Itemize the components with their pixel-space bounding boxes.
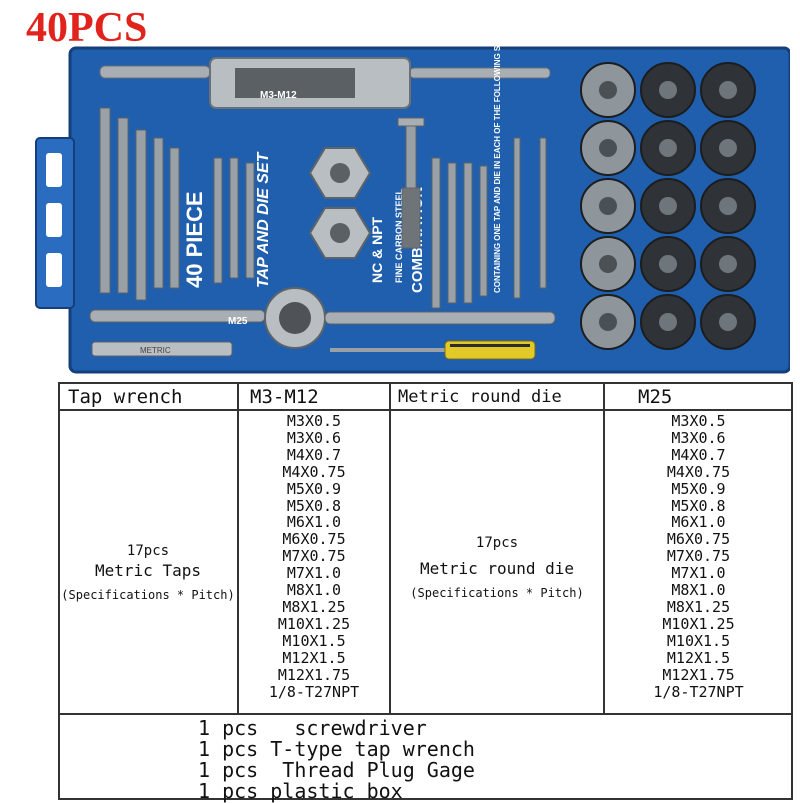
die-size-item: M4X0.75: [666, 462, 731, 481]
tap-size-item: M8X1.0: [286, 581, 342, 600]
dies-note: (Specifications * Pitch): [410, 586, 584, 600]
die-size-item: M3X0.6: [671, 428, 726, 447]
round-die-hole: [599, 197, 617, 215]
round-die-hole: [599, 139, 617, 157]
round-die-hole: [719, 313, 737, 331]
round-die-hole: [599, 255, 617, 273]
taps-note: (Specifications * Pitch): [61, 588, 235, 602]
t-type-tap-wrench: [397, 117, 425, 249]
tap-size-item: M12X1.75: [277, 665, 351, 684]
hex-dies-npt: [308, 147, 372, 259]
extra-item: 1 pcs screwdriver: [198, 716, 427, 740]
round-die-hole: [719, 197, 737, 215]
tap-size-item: M5X0.9: [286, 479, 342, 498]
die-size-item: M7X1.0: [671, 564, 726, 583]
dies-description: 17pcs Metric round die (Specifications *…: [390, 534, 604, 602]
die-size-item: 1/8-T27NPT: [653, 682, 744, 701]
extra-item: 1 pcs plastic box: [198, 779, 403, 803]
header-die-size: M25: [638, 386, 673, 408]
panel-note-text: CONTAINING ONE TAP AND DIE IN EACH OF TH…: [493, 38, 502, 293]
panel-main-text: TAP AND DIE SET: [255, 151, 272, 288]
round-die-hole: [719, 255, 737, 273]
die-size-item: M6X0.75: [666, 530, 731, 549]
panel-count-text: 40 PIECE: [182, 191, 207, 288]
tap-size-item: M12X1.5: [282, 648, 346, 667]
tap-size-item: M3X0.6: [286, 428, 342, 447]
die-stock-label: M25: [228, 316, 248, 327]
header-round-die: Metric round die: [398, 387, 562, 407]
tap-die-box-illustration: M3-M12 40 PIECE TAP AND DIE SET COMBINAT…: [35, 38, 790, 374]
die-size-item: M8X1.25: [666, 597, 731, 616]
die-size-item: M12X1.75: [662, 665, 735, 684]
round-die-hole: [599, 81, 617, 99]
panel-npt-text: NC & NPT: [369, 216, 385, 283]
round-die-hole: [659, 139, 677, 157]
die-stock-handle: [89, 287, 556, 349]
tap-size-item: M8X1.25: [282, 597, 346, 616]
die-size-item: M6X1.0: [671, 513, 726, 532]
round-die-hole: [659, 255, 677, 273]
round-die-hole: [659, 313, 677, 331]
die-size-item: M7X0.75: [666, 547, 731, 566]
round-die-hole: [659, 197, 677, 215]
wrench-size-label: M3-M12: [260, 90, 297, 101]
product-title: 40PCS: [26, 5, 148, 51]
tap-size-item: M6X0.75: [282, 530, 346, 549]
round-die-hole: [719, 81, 737, 99]
taps-set: [99, 107, 547, 309]
dies-count: 17pcs: [475, 535, 519, 551]
dies-name: Metric round die: [419, 559, 575, 578]
header-tap-wrench: Tap wrench: [68, 386, 183, 408]
die-size-item: M5X0.8: [671, 496, 726, 515]
tap-wrench-large: [99, 57, 551, 109]
die-size-item: M5X0.9: [671, 479, 726, 498]
tap-size-item: M7X1.0: [286, 564, 342, 583]
tap-size-item: M4X0.75: [282, 462, 346, 481]
die-size-item: M4X0.7: [671, 445, 726, 464]
die-size-item: M10X1.25: [662, 614, 735, 633]
die-size-item: M8X1.0: [671, 581, 726, 600]
round-die-hole: [659, 81, 677, 99]
taps-name: Metric Taps: [95, 561, 201, 580]
extra-item: 1 pcs T-type tap wrench: [198, 737, 475, 761]
spec-table: Tap wrench M3-M12 Metric round die M25 1…: [58, 382, 793, 802]
taps-description: 17pcs Metric Taps (Specifications * Pitc…: [58, 542, 238, 604]
tap-size-item: M6X1.0: [286, 513, 342, 532]
tap-size-item: M3X0.5: [286, 412, 342, 430]
panel-steel-text: FINE CARBON STEEL: [394, 188, 404, 283]
taps-count: 17pcs: [126, 543, 170, 559]
table-grid: [58, 382, 793, 800]
screwdriver: [330, 340, 536, 360]
tap-size-item: M10X1.5: [282, 631, 346, 650]
round-dies-grid: [580, 62, 756, 350]
product-photo: M3-M12 40 PIECE TAP AND DIE SET COMBINAT…: [30, 38, 790, 378]
gage-label: METRIC: [140, 346, 171, 355]
thread-plug-gage: [91, 341, 233, 357]
round-die-hole: [719, 139, 737, 157]
die-size-item: M12X1.5: [666, 648, 731, 667]
tap-size-item: M10X1.25: [277, 614, 351, 633]
tap-size-item: M7X0.75: [282, 547, 346, 566]
die-size-item: M3X0.5: [671, 412, 726, 430]
tap-size-item: 1/8-T27NPT: [268, 682, 360, 701]
round-die-hole: [599, 313, 617, 331]
header-tap-range: M3-M12: [250, 386, 319, 408]
tap-size-item: M5X0.8: [286, 496, 342, 515]
extra-item: 1 pcs Thread Plug Gage: [198, 758, 475, 782]
die-size-item: M10X1.5: [666, 631, 731, 650]
tap-size-item: M4X0.7: [286, 445, 342, 464]
